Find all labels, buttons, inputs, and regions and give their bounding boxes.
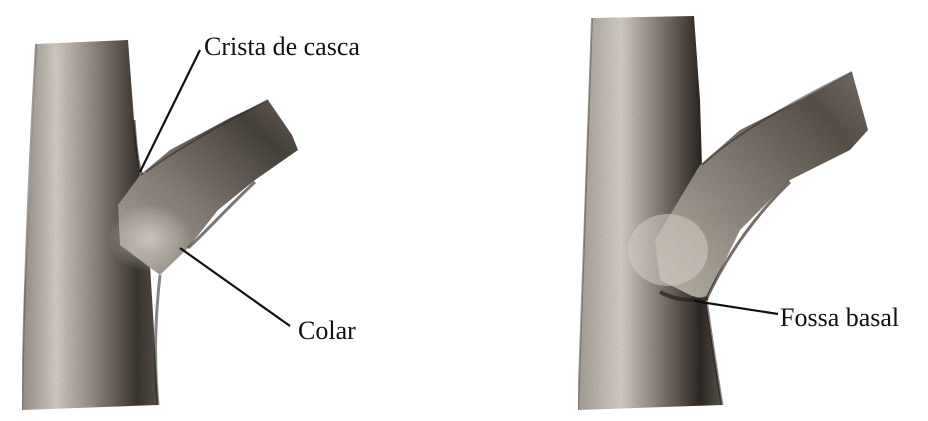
right-collar-highlight xyxy=(628,214,708,286)
left-collar-highlight xyxy=(108,204,192,272)
label-branch-bark-ridge: Crista de casca xyxy=(204,34,360,60)
label-basal-depression: Fossa basal xyxy=(780,305,899,331)
right-trunk-drawing xyxy=(578,16,868,410)
leader-line-colar xyxy=(180,248,290,326)
label-collar: Colar xyxy=(298,318,356,344)
left-trunk-drawing xyxy=(22,40,298,410)
